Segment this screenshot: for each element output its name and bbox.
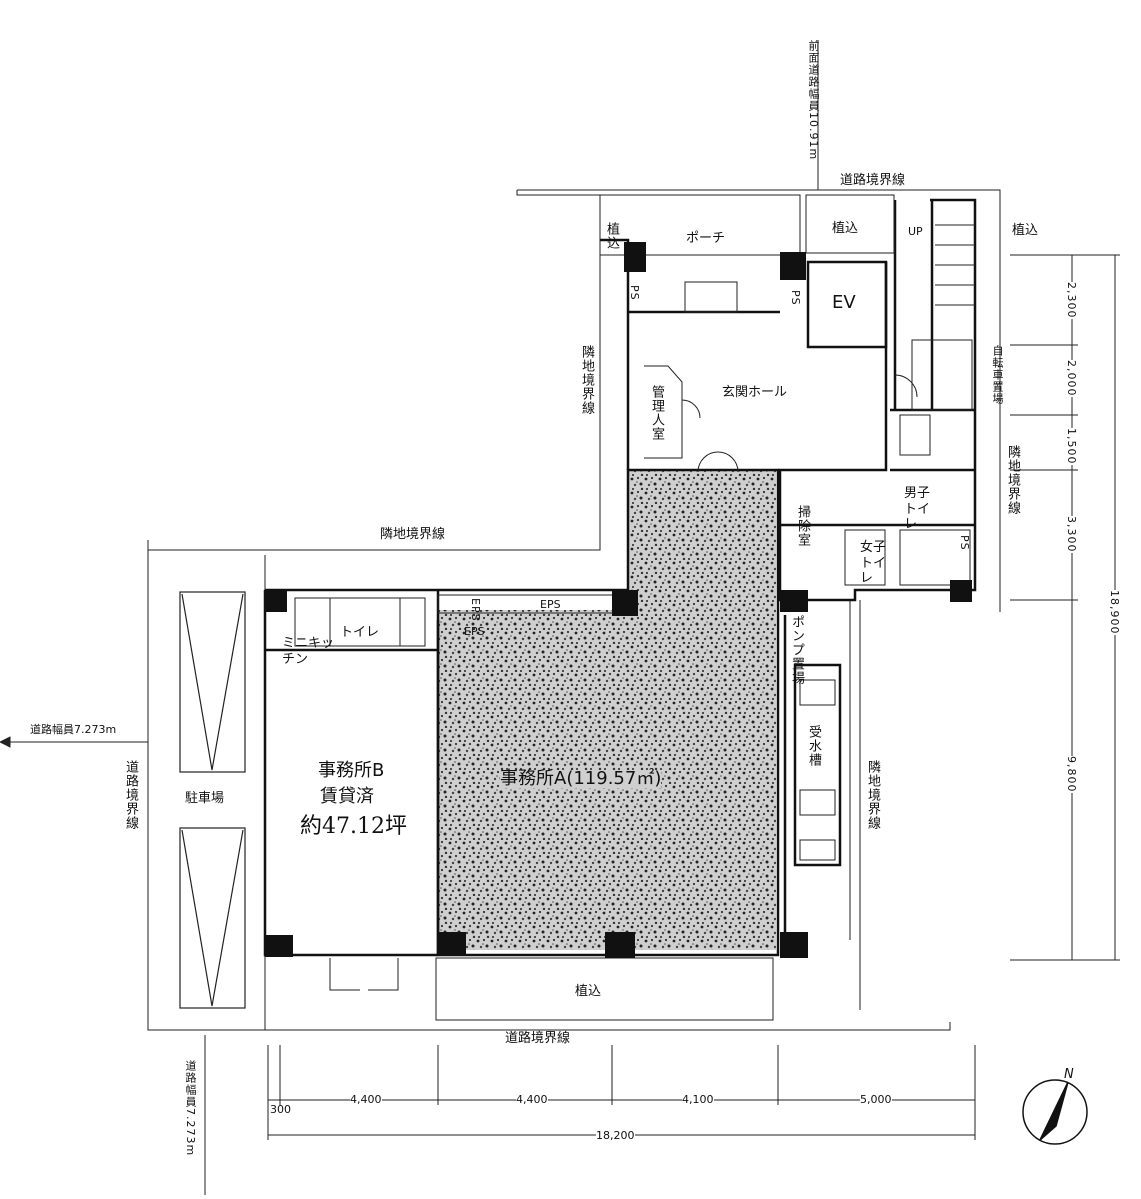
bicycle-parking-label: 自転車置場 [991,345,1004,405]
eps-label-2: EPS [464,625,485,638]
dim-right-5: 9,800 [1065,756,1078,793]
eps-label-3: EPS [469,598,482,622]
parking-stalls [179,591,246,1009]
dim-right-3: 1,500 [1065,428,1078,465]
dim-bottom-5: 5,000 [860,1093,892,1106]
front-road-width-label: 前面道路幅員10.91m [807,40,820,161]
parking-label: 駐車場 [185,791,225,806]
cleaning-room-label: 掃除室 [795,505,810,547]
road-boundary-bottom-label: 道路境界線 [505,1031,571,1046]
road-boundary-left-label: 道路境界線 [123,760,138,830]
neighbor-boundary-lower-label: 隣地境界線 [865,760,880,830]
pump-room-label: ポンプ置場 [789,615,804,685]
office-b-label: 事務所B [318,760,385,781]
planting-top-mid-label: 植込 [832,221,859,236]
north-arrow [1022,1079,1088,1145]
ps-right-label: PS [958,535,971,551]
entrance-hall-label: 玄関ホール [722,385,788,400]
porch-label: ポーチ [686,231,726,246]
manager-room-label: 管理人室 [649,385,664,441]
north-label: N [1064,1067,1074,1082]
ev-label: EV [832,292,856,313]
water-tank-label: 受水槽 [806,725,821,767]
dim-right-2: 2,000 [1065,360,1078,397]
toilet-b-label: トイレ [340,625,380,640]
interior-lines [294,194,975,1021]
dim-right-4: 3,300 [1065,516,1078,553]
dim-bottom-1: 300 [270,1103,291,1116]
neighbor-boundary-left-label: 隣地境界線 [579,345,594,415]
dim-bottom-total: 18,200 [596,1129,635,1142]
dim-bottom-2: 4,400 [350,1093,382,1106]
planting-top-right-label: 植込 [1012,223,1039,238]
planting-bottom-label: 植込 [575,984,602,999]
dim-bottom-4: 4,100 [682,1093,714,1106]
dim-bottom-3: 4,400 [516,1093,548,1106]
mens-toilet-label: 男子トイレ [904,486,931,533]
road-width-left-label: 道路幅員7.273m [30,723,117,736]
ps-ev-label: PS [789,290,802,306]
neighbor-boundary-mid-label: 隣地境界線 [380,527,446,542]
road-boundary-top-label: 道路境界線 [840,173,906,188]
planting-top-left-label: 植込 [604,222,619,250]
office-b-status-label: 賃貸済 [320,786,374,807]
office-a-label: 事務所A(119.57㎡) [500,768,662,789]
womens-toilet-label: 女子トイレ [860,540,887,587]
road-width-bottom-left-label: 道路幅員7.273m [184,1060,197,1157]
office-b-area-label: 約47.12坪 [300,814,407,839]
structural-columns [265,242,972,958]
ps-left-label: PS [628,285,641,301]
dim-right-total: 18,900 [1108,590,1121,635]
neighbor-boundary-right-label: 隣地境界線 [1005,445,1020,515]
eps-label-1: EPS [540,598,561,611]
mini-kitchen-label: ミニキッチン [282,636,335,668]
dim-right-1: 2,300 [1065,282,1078,319]
office-a-area [438,470,776,950]
stair-up-label: UP [908,225,923,238]
